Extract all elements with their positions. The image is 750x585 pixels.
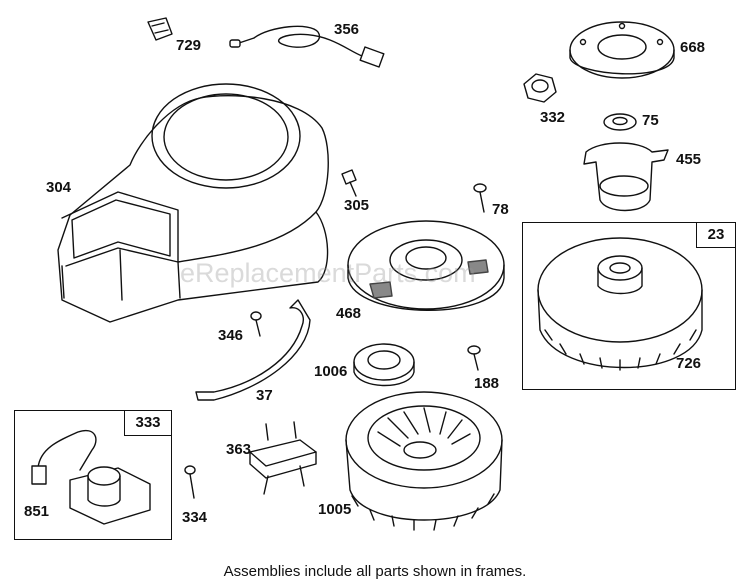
ground-wire-356 (229, 25, 385, 68)
label-334: 334 (182, 509, 208, 526)
label-305: 305 (344, 197, 370, 214)
label-304: 304 (46, 179, 72, 196)
label-851: 851 (24, 503, 50, 520)
label-1006: 1006 (314, 363, 348, 380)
label-78: 78 (492, 201, 509, 218)
label-668: 668 (680, 39, 706, 56)
ratchet-1006 (353, 343, 415, 387)
label-468: 468 (336, 305, 362, 322)
label-729: 729 (176, 37, 202, 54)
label-363: 363 (226, 441, 252, 458)
screw-334 (184, 465, 196, 499)
nut-332 (523, 73, 557, 103)
baffle-37 (195, 299, 311, 401)
bracket-363 (249, 421, 317, 495)
label-356: 356 (334, 21, 360, 38)
flywheel-726 (537, 237, 703, 371)
watermark: eReplacementParts.com (180, 258, 476, 288)
grommet-729 (147, 17, 173, 41)
armature-851 (31, 429, 151, 525)
label-75: 75 (642, 112, 659, 129)
screw-188 (467, 345, 481, 371)
frame-333 (14, 410, 172, 540)
label-332: 332 (540, 109, 566, 126)
label-37: 37 (256, 387, 273, 404)
fan-1005 (345, 391, 503, 531)
washer-75 (603, 113, 637, 131)
frame-tag-333: 333 (124, 410, 172, 436)
label-726: 726 (676, 355, 702, 372)
cup-455 (583, 142, 669, 212)
screen-468 (347, 220, 505, 311)
label-455: 455 (676, 151, 702, 168)
assemblies-caption: Assemblies include all parts shown in fr… (223, 563, 527, 580)
screw-305 (341, 169, 357, 197)
screw-78 (473, 183, 487, 213)
frame-tag-23: 23 (696, 222, 736, 248)
frame-23 (522, 222, 736, 390)
label-1005: 1005 (318, 501, 352, 518)
label-346: 346 (218, 327, 244, 344)
blower-housing-304 (57, 83, 329, 323)
plate-668 (569, 21, 675, 79)
label-188: 188 (474, 375, 500, 392)
screw-346 (250, 311, 262, 337)
